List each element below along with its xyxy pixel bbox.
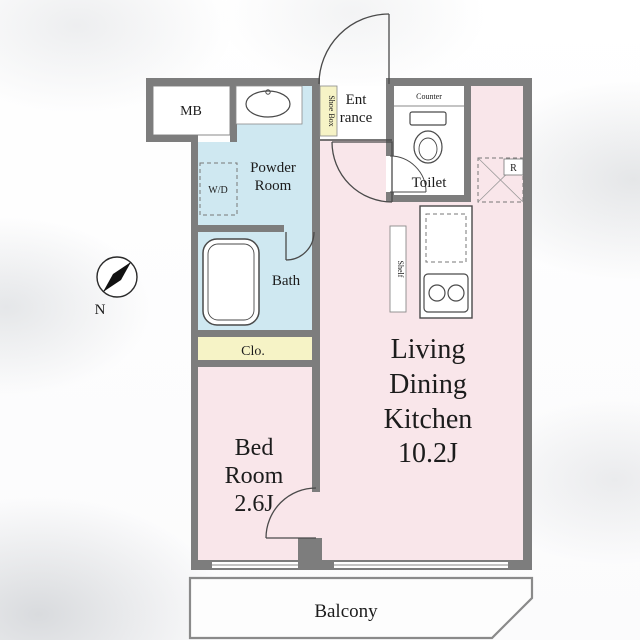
- bathtub-icon: [202, 238, 260, 326]
- room-label-ldk-line4: 10.2J: [398, 438, 458, 469]
- room-ldk-floor-upper: [471, 85, 523, 140]
- hall-door-arc: [331, 141, 393, 203]
- balcony: [188, 576, 534, 640]
- room-label-ldk-line2: Dining: [389, 369, 467, 400]
- faucet-icon: [265, 89, 271, 95]
- label-shoe-box: Shoe Box: [327, 95, 336, 126]
- shoe-box: [319, 85, 338, 137]
- room-label-bedroom-line3: 2.6J: [234, 491, 273, 517]
- room-label-ldk-line3: Kitchen: [384, 404, 473, 435]
- label-counter: Counter: [416, 92, 442, 101]
- windows: [212, 562, 508, 568]
- bath-door-arc: [285, 231, 315, 261]
- bedroom-door-arc: [265, 487, 317, 539]
- room-label-balcony: Balcony: [314, 601, 378, 622]
- wall-closet-bedroom: [191, 360, 320, 367]
- room-label-entrance-line1: Ent: [346, 92, 368, 108]
- room-label-powder-line1: Powder: [250, 160, 296, 176]
- toilet-bowl-inner: [418, 137, 438, 161]
- compass: N: [95, 256, 138, 318]
- wall-mb-right: [230, 78, 237, 142]
- refrigerator-label-box: [503, 158, 524, 176]
- door-openings: [284, 156, 394, 538]
- stove-icon: [423, 273, 469, 313]
- room-label-powder-line2: Room: [255, 178, 292, 194]
- label-refrigerator: R: [510, 163, 517, 174]
- door-arcs: [265, 13, 427, 539]
- opening-bedroom-door: [312, 492, 320, 538]
- hall-door-leaf: [332, 141, 393, 202]
- bathtub-inner: [207, 243, 255, 321]
- kitchen-counter: [419, 205, 473, 319]
- stove-burner-left: [428, 284, 446, 302]
- toilet-tank-icon: [409, 111, 447, 126]
- room-label-bedroom-line2: Room: [225, 463, 284, 489]
- room-closet-floor: [198, 337, 312, 360]
- compass-needle-icon: [103, 262, 131, 292]
- labels: MB Powder Room W/D Shoe Box Ent rance Co…: [180, 92, 517, 622]
- room-label-mb: MB: [180, 104, 202, 119]
- opening-toilet-door: [386, 156, 394, 192]
- toilet-door-arc: [389, 155, 427, 193]
- sink-icon: [245, 90, 291, 118]
- label-shelf: Shelf: [396, 261, 405, 278]
- wall-toilet-bottom: [386, 195, 471, 202]
- wall-mb-left: [146, 78, 153, 142]
- front-door-arc: [318, 13, 390, 85]
- room-label-entrance-line2: rance: [340, 110, 373, 126]
- wall-central-vertical: [312, 78, 320, 560]
- room-label-toilet: Toilet: [412, 175, 448, 191]
- balcony-outline: [188, 576, 534, 640]
- wall-powder-bath: [191, 225, 320, 232]
- refrigerator-space: [477, 157, 524, 203]
- fixtures: [199, 85, 524, 326]
- wall-top-right: [392, 78, 532, 86]
- room-powder-floor-ext: [198, 142, 237, 225]
- label-washer-dryer: W/D: [208, 185, 227, 196]
- opening-bath-door: [284, 225, 312, 232]
- room-label-ldk-line1: Living: [391, 334, 466, 365]
- room-label-bedroom-line1: Bed: [235, 435, 274, 461]
- wall-mb-bottom: [146, 135, 198, 142]
- pillar-bedroom-corner: [298, 538, 322, 570]
- wall-toilet-right: [464, 78, 471, 202]
- kitchen-sink-box: [425, 213, 467, 263]
- room-label-bath: Bath: [272, 273, 301, 289]
- room-label-closet: Clo.: [241, 344, 265, 359]
- wall-left-main: [191, 135, 198, 570]
- compass-north-label: N: [95, 302, 106, 318]
- room-bedroom-floor: [198, 367, 312, 560]
- wall-bath-closet: [191, 330, 320, 337]
- refrigerator-box: [477, 157, 524, 203]
- washer-dryer-box: [199, 162, 238, 216]
- wall-right-main: [523, 78, 532, 570]
- toilet-icon: [413, 130, 443, 164]
- shelf: [389, 225, 407, 313]
- stove-burner-right: [447, 284, 465, 302]
